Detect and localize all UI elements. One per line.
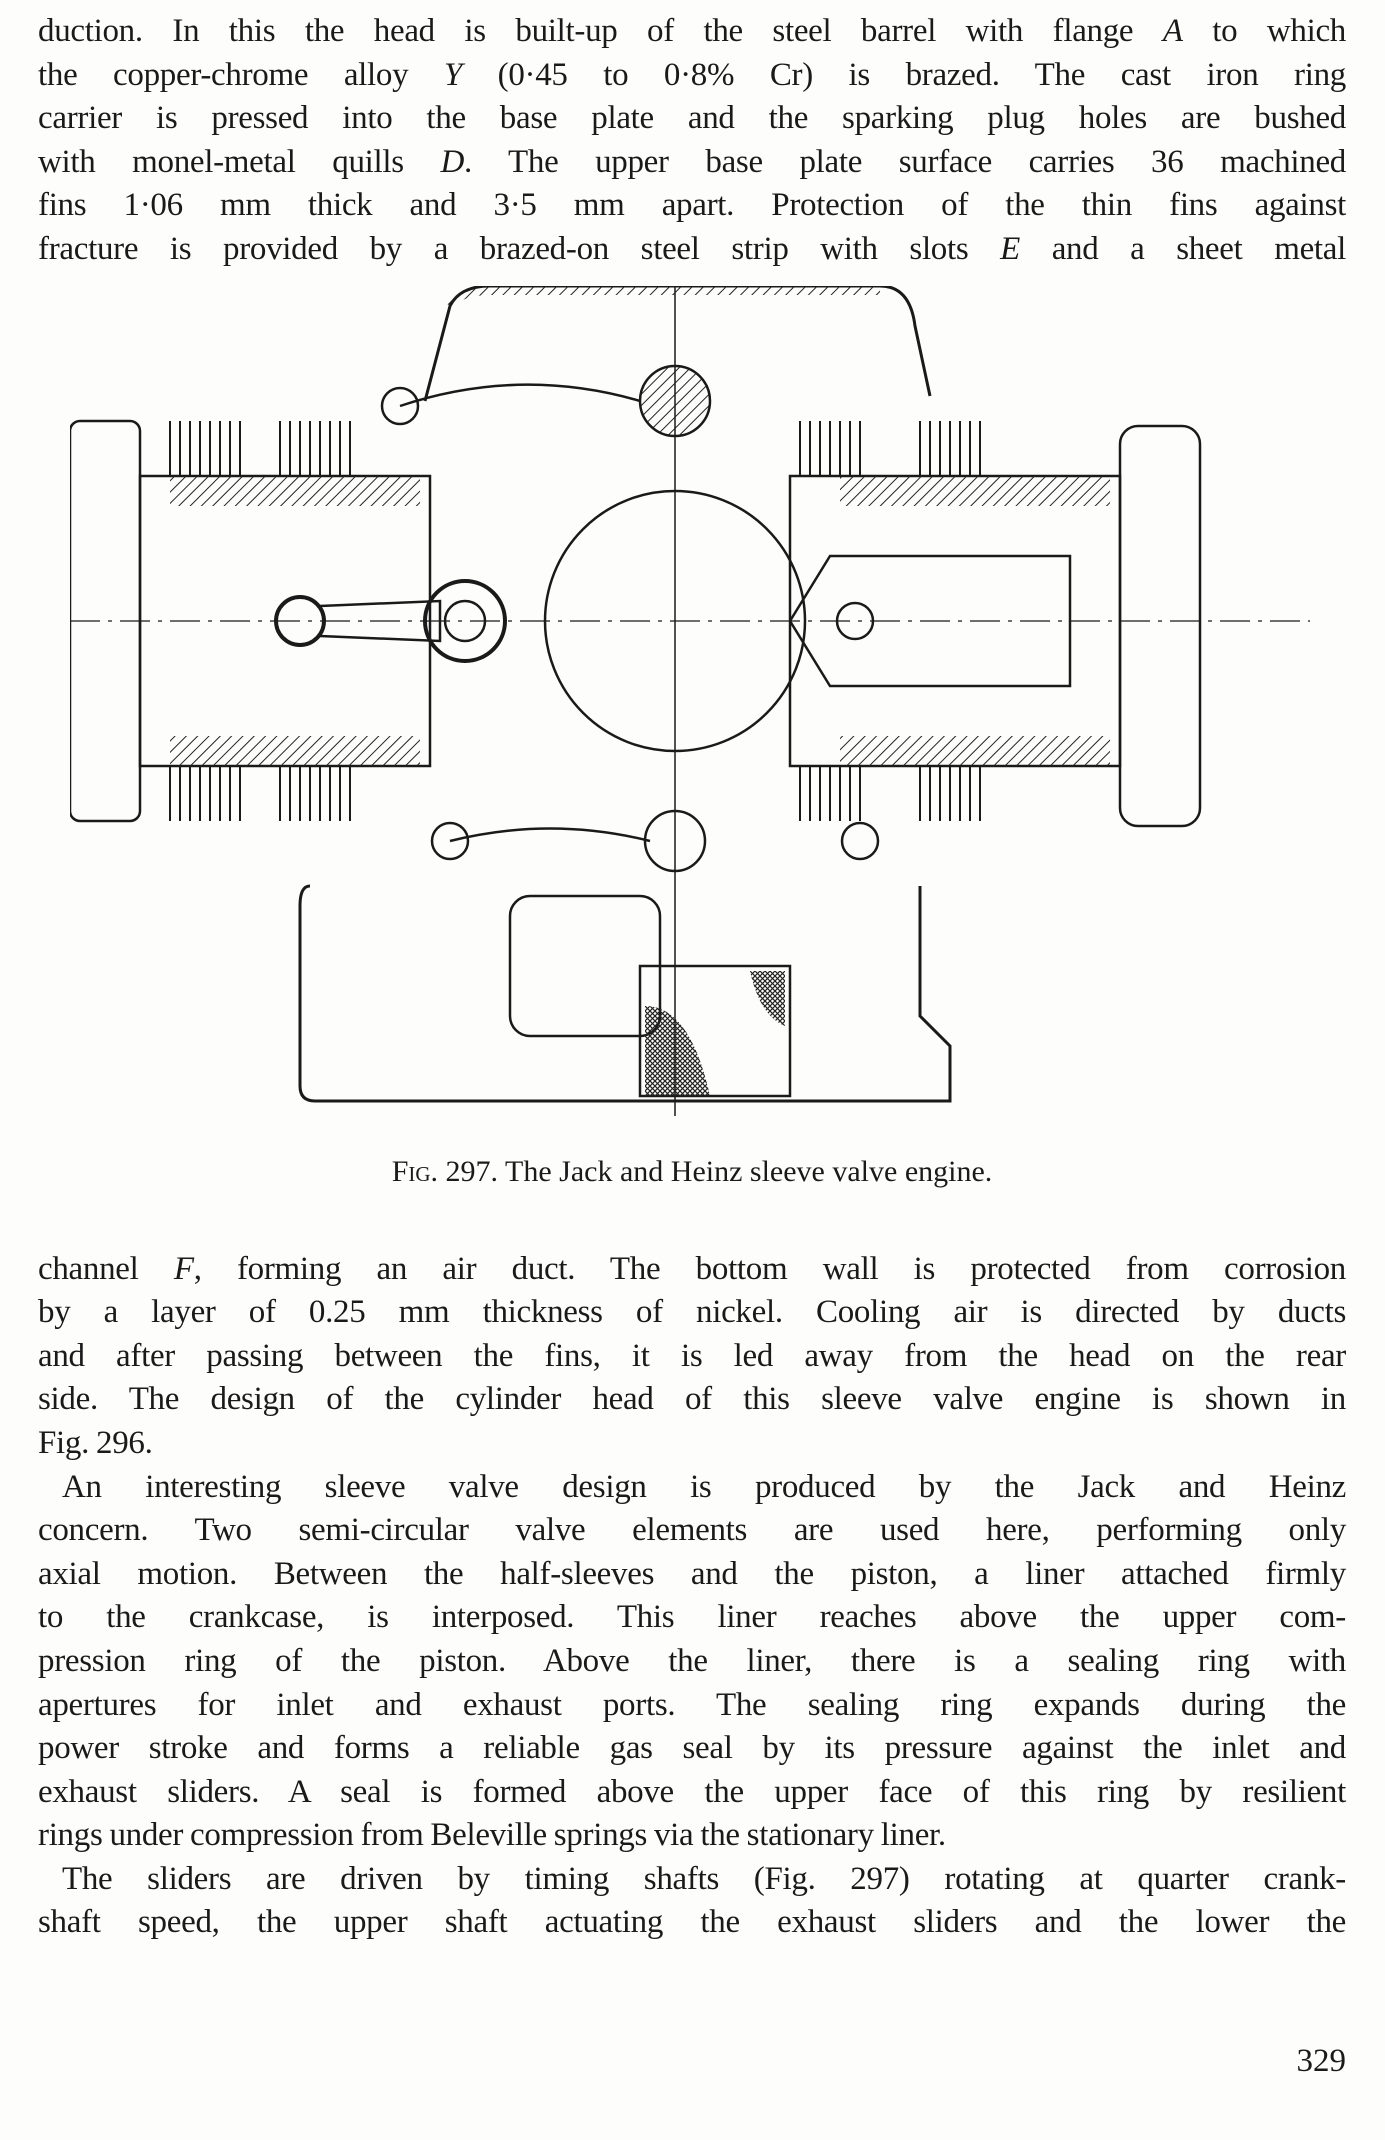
crank-web	[543, 489, 807, 752]
text-line: An interesting sleeve valve design is pr…	[62, 1468, 1346, 1505]
paragraph-timing-shafts: The sliders are driven by timing shafts …	[38, 1858, 1346, 1945]
text-line: to the crankcase, is interposed. This li…	[38, 1599, 1346, 1636]
left-barrel-wall-bottom	[170, 735, 420, 766]
text-line: with monel-metal quills D. The upper bas…	[38, 143, 1346, 180]
text-line: axial motion. Between the half-sleeves a…	[38, 1555, 1346, 1592]
paragraph-jack-heinz-design: An interesting sleeve valve design is pr…	[38, 1466, 1346, 1858]
left-barrel-wall-top	[170, 475, 420, 506]
lower-rocker-arm	[449, 826, 651, 842]
paragraph-air-duct: channel F, forming an air duct. The bott…	[38, 1248, 1346, 1466]
text-line: Fig. 296.	[38, 1424, 153, 1461]
text-line: by a layer of 0.25 mm thickness of nicke…	[38, 1294, 1346, 1331]
right-cylinder-head	[1118, 424, 1202, 827]
book-page: duction. In this the head is built-up of…	[38, 10, 1347, 2080]
upper-crankcase-hatching	[446, 286, 880, 309]
right-cooling-fins-bottom	[799, 765, 981, 821]
caption-prefix: Fig.	[391, 1154, 439, 1188]
upper-rocker-arm	[399, 383, 641, 407]
text-line: duction. In this the head is built-up of…	[38, 13, 1346, 49]
left-connecting-rod	[319, 599, 442, 642]
oil-filter	[638, 964, 792, 1097]
text-line: apertures for inlet and exhaust ports. T…	[38, 1686, 1346, 1723]
figure-container	[38, 285, 1346, 1130]
right-piston-pin	[835, 601, 875, 640]
crankpin-bearing-inner	[443, 599, 487, 642]
text-line: pression ring of the piston. Above the l…	[38, 1642, 1346, 1679]
left-piston-pin	[274, 594, 326, 647]
right-piston	[788, 554, 1072, 687]
crankpin-bearing	[423, 578, 507, 663]
text-line: power stroke and forms a reliable gas se…	[38, 1730, 1346, 1767]
caption-number: 297.	[445, 1154, 499, 1188]
right-barrel-wall-bottom	[840, 735, 1110, 766]
oil-pump	[508, 894, 662, 1037]
text-line: The sliders are driven by timing shafts …	[62, 1860, 1346, 1897]
text-line: exhaust sliders. A seal is formed above …	[38, 1773, 1346, 1810]
left-cooling-fins-top	[169, 420, 351, 476]
lower-rocker-pivot-right	[840, 821, 880, 860]
oil-filter-mesh-left	[645, 1005, 710, 1096]
text-line: the copper-chrome alloy Y (0·45 to 0·8% …	[38, 56, 1346, 93]
oil-sump	[298, 884, 952, 1103]
figure-caption: Fig. 297. The Jack and Heinz sleeve valv…	[38, 1152, 1346, 1192]
text-line: carrier is pressed into the base plate a…	[38, 100, 1346, 137]
text-line: fracture is provided by a brazed-on stee…	[38, 230, 1346, 267]
text-line: channel F, forming an air duct. The bott…	[38, 1250, 1346, 1287]
text-line: concern. Two semi-circular valve element…	[38, 1512, 1346, 1549]
text-line: rings under compression from Beleville s…	[38, 1817, 946, 1854]
oil-filter-mesh-right	[750, 970, 785, 1026]
upper-timing-shaft	[638, 364, 712, 437]
left-cooling-fins-bottom	[169, 765, 351, 821]
engine-cross-section-figure	[70, 285, 1310, 1116]
right-barrel-wall-top	[840, 475, 1110, 506]
text-line: side. The design of the cylinder head of…	[38, 1381, 1346, 1418]
page-number: 329	[1296, 2043, 1347, 2080]
text-line: fins 1·06 mm thick and 3·5 mm apart. Pro…	[38, 187, 1346, 224]
caption-text: The Jack and Heinz sleeve valve engine.	[505, 1154, 993, 1188]
right-cooling-fins-top	[799, 420, 981, 476]
text-line: shaft speed, the upper shaft actuating t…	[38, 1904, 1346, 1941]
paragraph-cylinder-head: duction. In this the head is built-up of…	[38, 10, 1346, 272]
upper-rocker-pivot	[380, 386, 420, 425]
lower-rocker-pivot-left	[430, 821, 470, 860]
text-line: and after passing between the fins, it i…	[38, 1337, 1346, 1374]
